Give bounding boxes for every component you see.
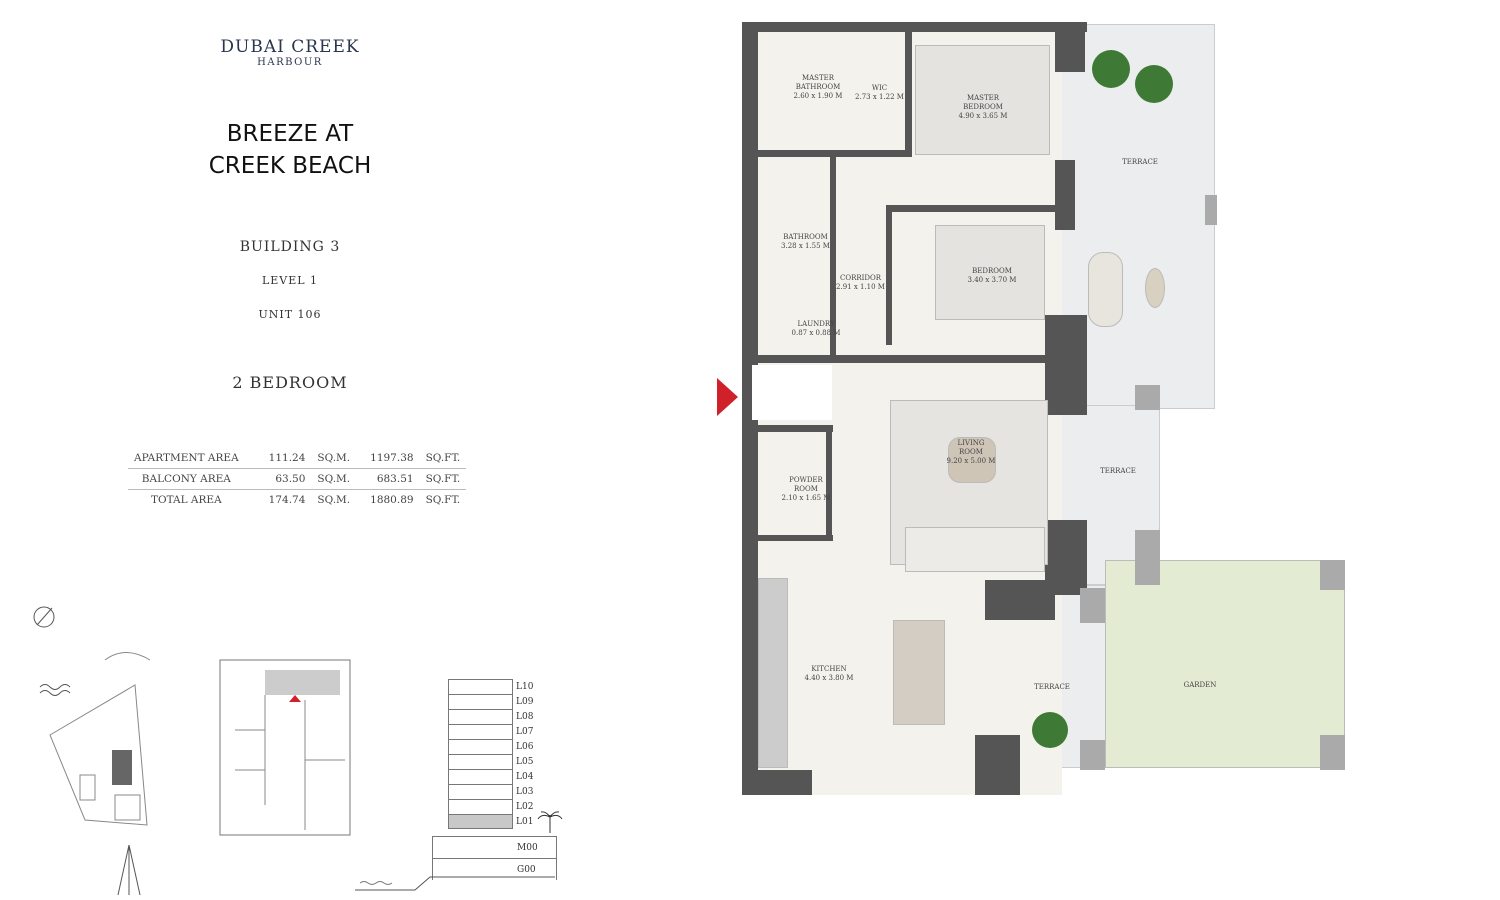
kitchen-counter	[758, 578, 788, 768]
level-g00: G00	[432, 858, 557, 880]
level-label: L09	[516, 697, 534, 707]
level-label: L03	[516, 787, 534, 797]
coffee-table	[948, 437, 996, 483]
entrance-arrow-icon	[717, 378, 738, 416]
unit: SQ.FT.	[419, 489, 467, 510]
level-l10: L10	[448, 679, 533, 694]
plant-icon	[1032, 712, 1068, 748]
garden-area	[1105, 560, 1345, 768]
unit: SQ.FT.	[425, 452, 461, 464]
level-l06: L06	[448, 739, 533, 754]
room-garden: GARDEN	[1183, 681, 1217, 689]
level-label: L10	[516, 682, 534, 692]
level-label: L07	[516, 727, 534, 737]
building-highlight	[112, 750, 132, 785]
level-l04: L04	[448, 769, 533, 784]
level-l05: L05	[448, 754, 533, 769]
level-l08: L08	[448, 709, 533, 724]
level-label: L08	[516, 712, 534, 722]
floor-key-plan	[219, 659, 351, 836]
outdoor-sofa	[1088, 252, 1123, 327]
level-label: LEVEL 1	[261, 274, 319, 287]
palm-tree-icon	[537, 811, 563, 833]
area-sqft: 683.51	[356, 468, 420, 490]
level-label: L02	[516, 802, 534, 812]
outdoor-table	[1145, 268, 1165, 308]
unit-label: UNIT 106	[258, 308, 322, 321]
level-label: L06	[516, 742, 534, 752]
plant-icon	[1092, 50, 1130, 88]
area-sqm: 63.50	[244, 468, 312, 490]
bridge-icon	[104, 652, 151, 661]
unit-type: 2 BEDROOM	[232, 373, 348, 392]
master-bed	[915, 45, 1050, 155]
unit: SQ.M.	[311, 489, 357, 510]
room-terrace: TERRACE	[1122, 158, 1158, 166]
area-label: APARTMENT AREA	[134, 452, 239, 464]
site-key-plan	[33, 606, 151, 895]
level-label: M00	[517, 843, 538, 853]
compass-icon	[33, 606, 55, 628]
building-label: BUILDING 3	[239, 239, 341, 255]
level-l09: L09	[448, 694, 533, 709]
level-l02: L02	[448, 799, 533, 814]
dining-table	[893, 620, 945, 725]
tower-icon	[117, 844, 141, 895]
room-terrace: TERRACE	[1100, 467, 1136, 475]
unit: SQ.M.	[317, 452, 351, 464]
sofa	[905, 527, 1045, 572]
area-sqft: 1880.89	[356, 489, 420, 510]
table-row: APARTMENT AREA 111.24 SQ.M. 1197.38 SQ.FT.	[128, 448, 466, 469]
room-terrace: TERRACE	[1034, 683, 1070, 691]
plant-icon	[1135, 65, 1173, 103]
unit-marker	[289, 695, 301, 702]
level-label: G00	[517, 865, 536, 875]
area-sqft: 1197.38	[370, 452, 414, 464]
level-m00: M00	[432, 836, 557, 858]
area-label: TOTAL AREA	[128, 489, 245, 510]
unit: SQ.FT.	[419, 468, 467, 490]
level-label: L04	[516, 772, 534, 782]
area-sqm: 174.74	[244, 489, 312, 510]
entrance	[752, 365, 832, 420]
level-label: L05	[516, 757, 534, 767]
level-label: L01	[516, 817, 534, 827]
ground-section	[355, 811, 563, 891]
level-l03: L03	[448, 784, 533, 799]
area-sqm: 111.24	[268, 452, 306, 464]
level-l01: L01	[448, 814, 533, 829]
level-l07: L07	[448, 724, 533, 739]
bed	[935, 225, 1045, 320]
area-label: BALCONY AREA	[128, 468, 245, 490]
water-icon	[39, 684, 71, 696]
unit: SQ.M.	[311, 468, 357, 490]
